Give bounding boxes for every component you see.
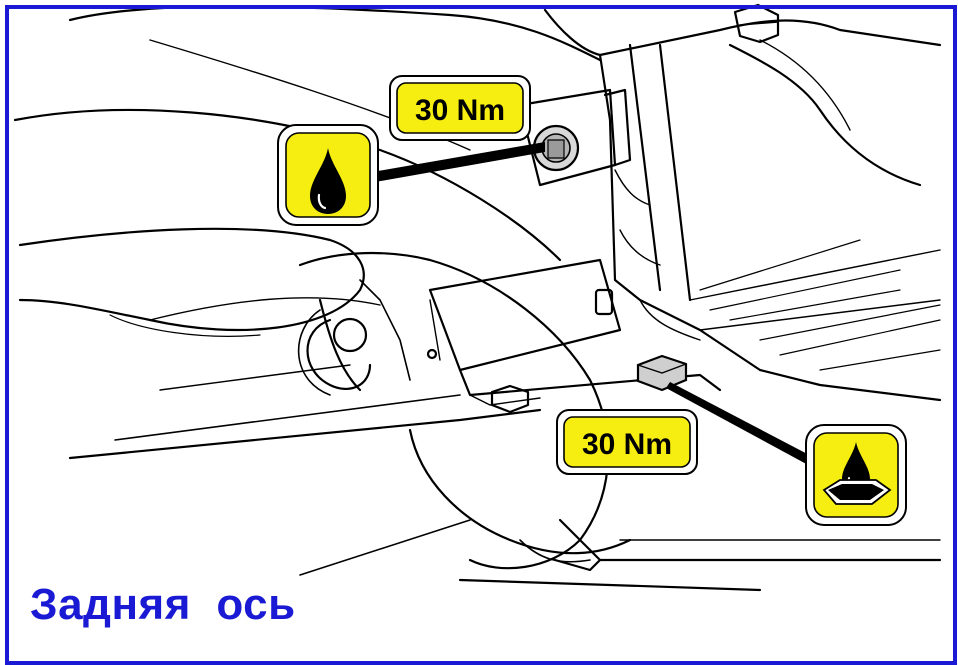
drain-plug-bolt (636, 354, 688, 392)
fill-plug-bolt (532, 124, 580, 172)
torque-badge-top: 30 Nm (389, 75, 531, 141)
torque-value-bottom: 30 Nm (582, 428, 672, 461)
oil-drain-icon (805, 424, 907, 526)
drain-plug-leader (666, 382, 815, 466)
torque-badge-bottom: 30 Nm (556, 409, 698, 475)
oil-drop-icon (277, 124, 379, 226)
fill-plug-leader (372, 142, 545, 182)
torque-value-top: 30 Nm (415, 94, 505, 127)
axle-line-art (13, 3, 942, 592)
caption-rear-axle: Задняя ось (30, 580, 296, 629)
